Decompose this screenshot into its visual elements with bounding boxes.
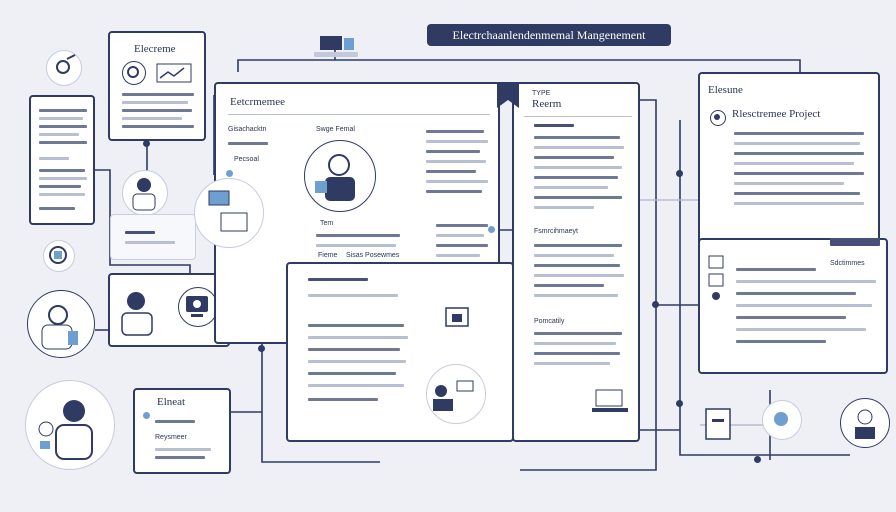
monitor-icon [178,287,218,327]
person-icon [304,140,376,212]
chart-icon [156,63,192,83]
right-card-title: Elesune [708,84,743,96]
left-document-card [29,95,95,225]
laptop-icon [590,388,630,414]
fieme-label: Fieme [318,252,338,259]
search-icon [122,61,146,85]
person-card [108,273,230,347]
chart-icon [762,400,802,440]
bottom-left-card: Elneat Reysmeer [133,388,231,474]
page-title-banner: Electrchaanlendenmemal Mangenement [427,24,671,46]
center-card-title: Reerm [532,98,562,110]
top-left-card: Elecreme [108,31,206,141]
headset-icon [840,398,890,448]
right-card-subtitle: Rlesctremee Project [732,108,821,120]
left-mid-panel [110,214,196,260]
person-icon [25,380,115,470]
document-icon [700,405,736,445]
person-icon [710,110,726,126]
column-label: Gisachacktn [228,126,267,133]
column-label: Swge Femal [316,126,355,133]
bookmark-ribbon [497,82,519,108]
right-lower-label: Sdctimmes [830,260,865,267]
gear-icon [46,50,82,86]
laptop-icon [312,32,358,64]
person-icon [116,285,160,339]
right-card: Elesune Rlesctremee Project [698,72,880,248]
person-icon [122,170,168,216]
row-label: Sisas Posewmes [346,252,400,259]
shield-icon [43,240,75,272]
card-title: Elneat [157,396,186,408]
person-icon [426,364,486,424]
small-label: Pecsoal [234,156,259,163]
card-label: Reysmeer [155,434,187,441]
type-tag: TYPE [532,90,551,97]
section-label: Pomcatily [534,318,565,325]
center-document-card: TYPE Reerm Fsmrcihmaeyt Pomcatily [512,82,640,442]
lower-document-card [286,262,514,442]
section-label: Fsmrcihmaeyt [534,228,578,235]
right-lower-card: Sdctimmes [698,238,888,374]
card-title: Elecreme [134,43,176,55]
document-icon [444,306,470,328]
tem-label: Tem [320,220,334,227]
main-card-title: Eetcrmemee [230,96,285,108]
headset-icon [27,290,95,358]
laptop-icon [194,178,264,248]
folder-icon [706,254,732,302]
